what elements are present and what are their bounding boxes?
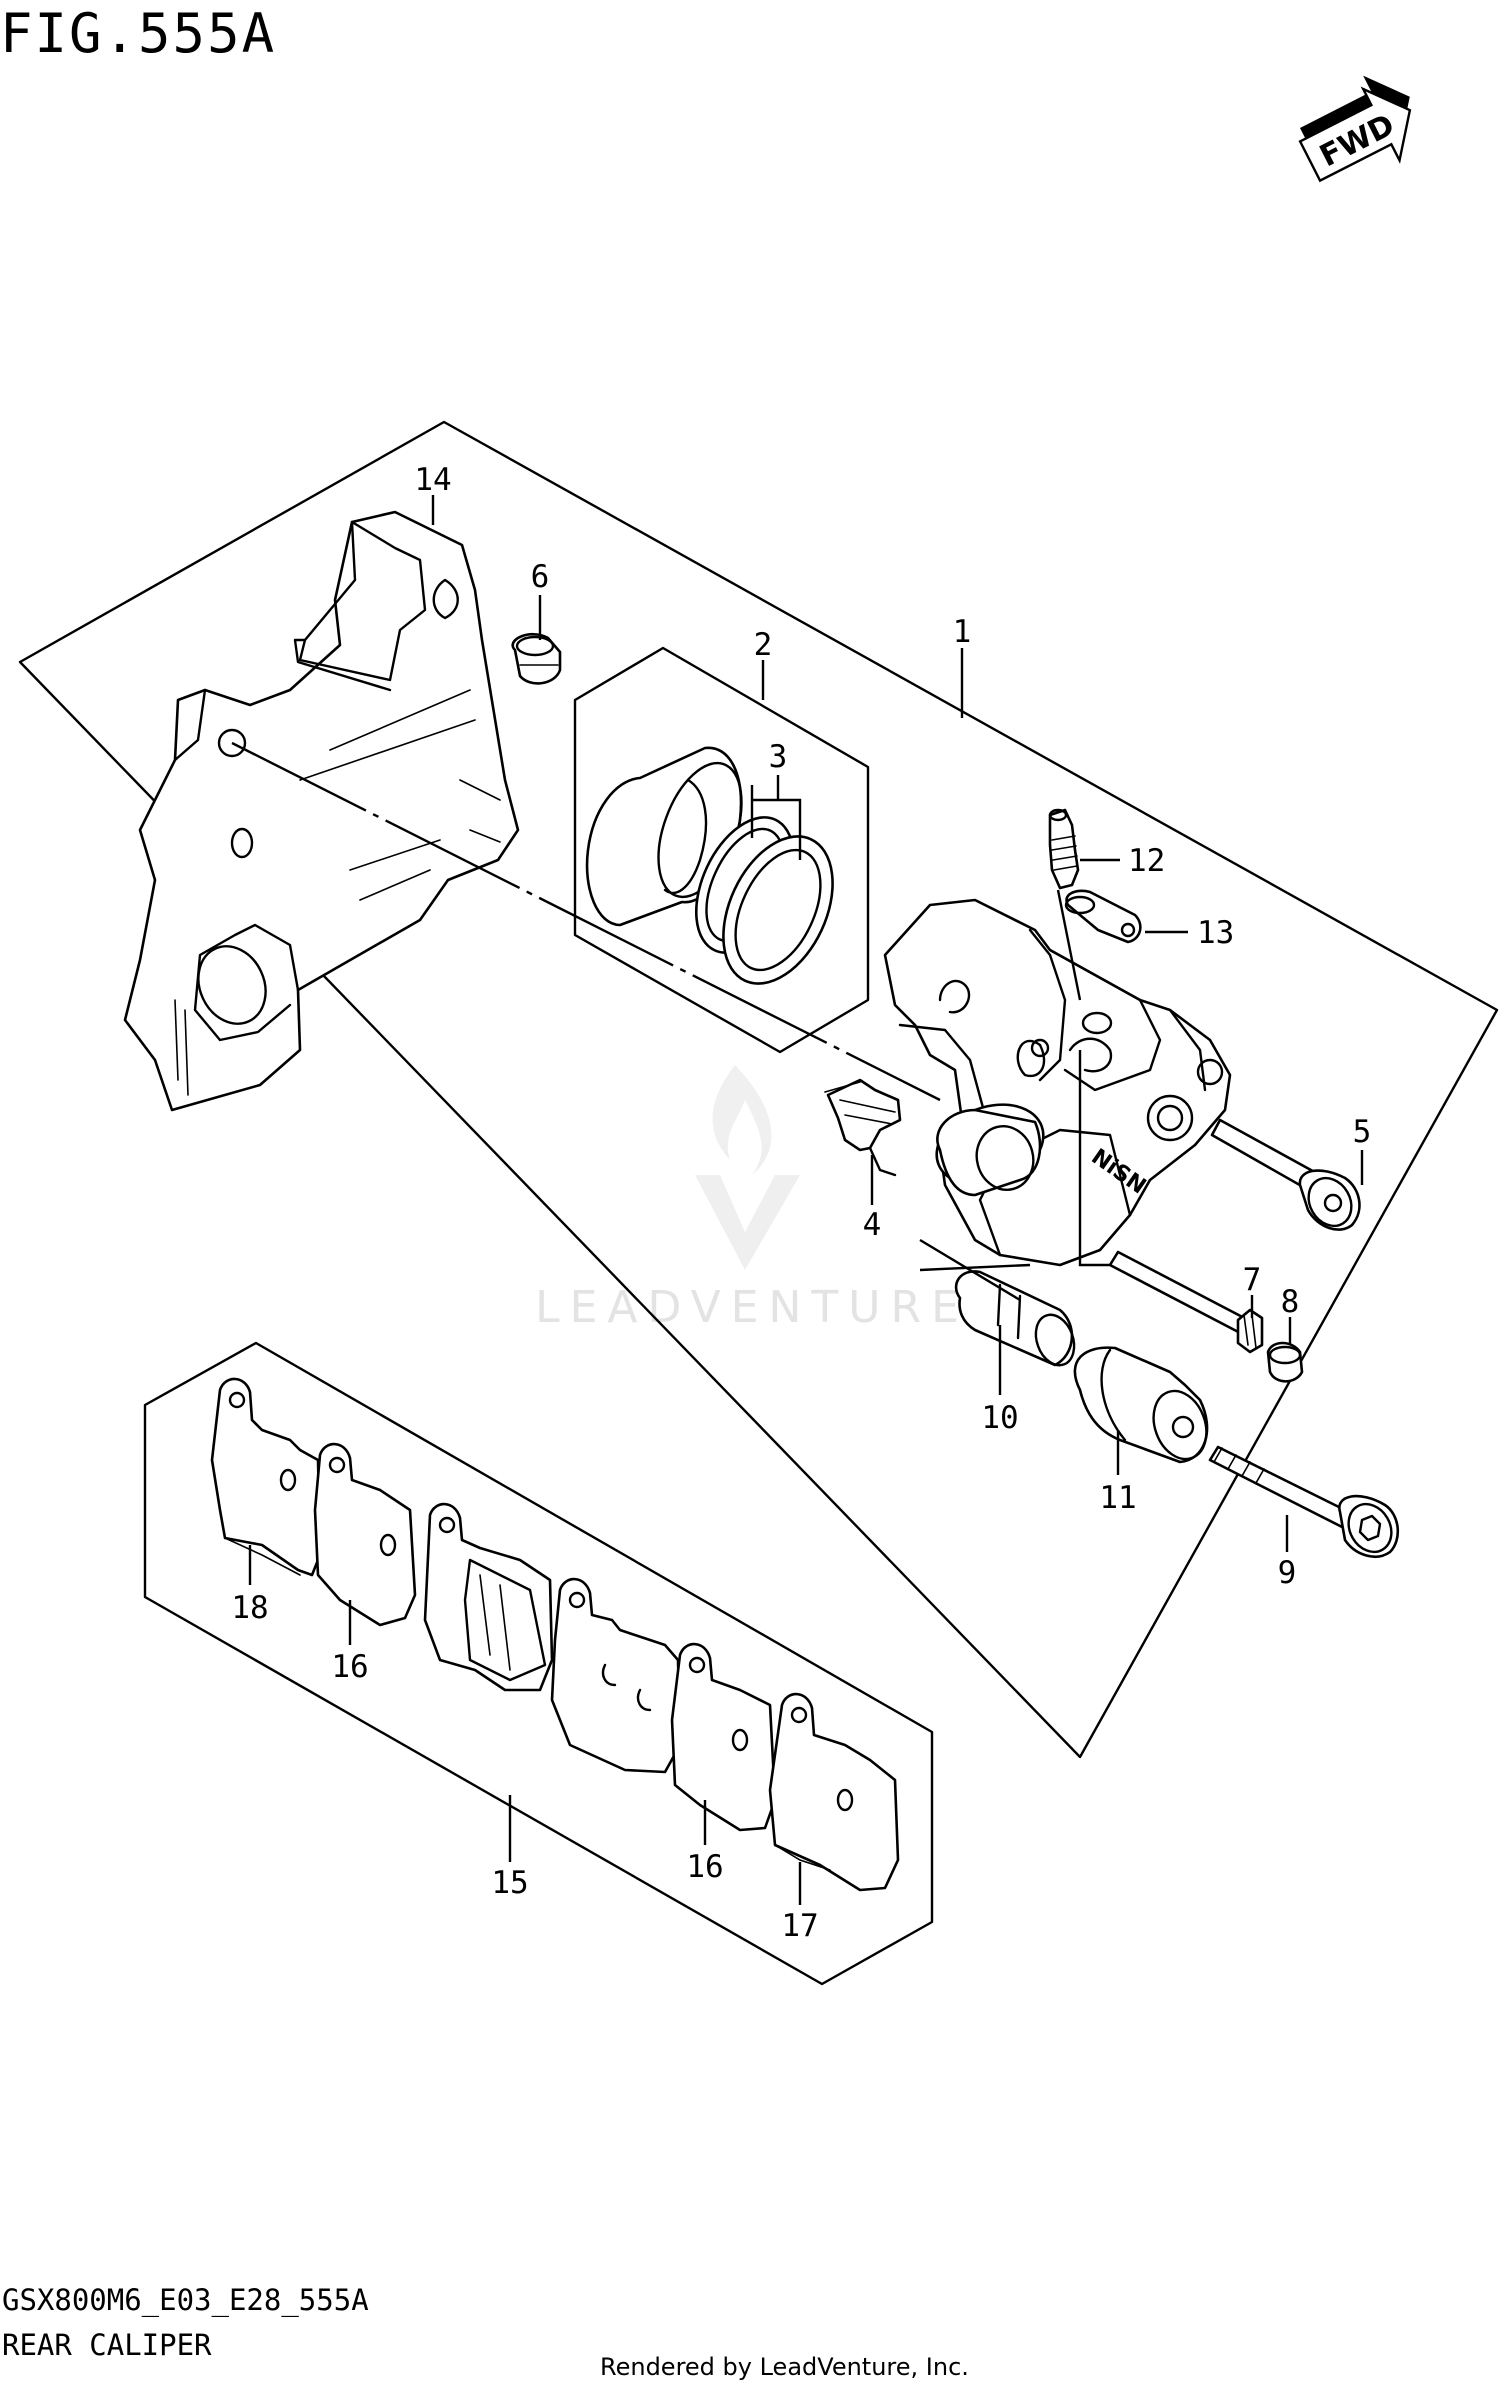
callout-15: 15	[491, 1865, 528, 1901]
pad-insulator-16-left	[313, 1442, 417, 1627]
callout-14: 14	[414, 462, 451, 498]
slide-sleeve	[954, 1270, 1076, 1367]
dust-seal	[722, 835, 834, 985]
brake-pad-right	[550, 1577, 682, 1774]
bleeder-cap	[1064, 889, 1142, 944]
pin-boot	[511, 632, 562, 685]
callout-2: 2	[754, 627, 773, 663]
brake-pad-left	[423, 1502, 554, 1692]
piston-seal-boundary	[573, 646, 870, 1054]
assembly-line-sleeve	[919, 1238, 1021, 1302]
callout-4: 4	[863, 1207, 882, 1243]
caliper-bracket	[123, 510, 520, 1112]
assembly-line-bleeder	[1056, 889, 1082, 1001]
caliper-bolt	[1208, 1445, 1399, 1558]
assembly-line-sleeve-b	[919, 1263, 1031, 1272]
leader-3	[750, 775, 802, 860]
pad-spring	[824, 1078, 902, 1177]
callout-12: 12	[1128, 843, 1165, 879]
pad-pin	[1108, 1250, 1264, 1354]
model-code: GSX800M6_E03_E28_555A	[2, 2283, 369, 2318]
bleeder-valve	[1048, 808, 1080, 890]
pad-set-boundary	[143, 1341, 934, 1986]
fwd-arrow-icon: FWD	[1298, 75, 1412, 183]
callout-16-left: 16	[331, 1649, 368, 1685]
callout-13: 13	[1197, 915, 1234, 951]
callout-3: 3	[769, 739, 788, 775]
pad-shim-18	[210, 1377, 322, 1577]
assembly-line-main	[231, 741, 941, 1102]
assembly-line-padpin	[1078, 1050, 1110, 1267]
caliper-body: NiSN	[883, 898, 1232, 1267]
callout-11: 11	[1099, 1480, 1136, 1516]
sleeve-boot	[1073, 1346, 1209, 1464]
figure-title: FIG.555A	[0, 2, 276, 65]
callout-8: 8	[1281, 1284, 1300, 1320]
slide-pin-upper	[1210, 1118, 1361, 1231]
pad-shim-17	[768, 1692, 900, 1892]
pad-insulator-16-right	[670, 1642, 777, 1832]
render-credit: Rendered by LeadVenture, Inc.	[600, 2353, 969, 2381]
section-name: REAR CALIPER	[2, 2328, 212, 2362]
callout-5: 5	[1353, 1114, 1372, 1150]
callout-1: 1	[953, 614, 972, 650]
callout-7: 7	[1243, 1262, 1262, 1298]
callout-6: 6	[531, 559, 550, 595]
watermark-text: LEADVENTURE	[535, 1282, 969, 1333]
callout-18: 18	[231, 1590, 268, 1626]
callout-9: 9	[1278, 1555, 1297, 1591]
callout-17: 17	[781, 1908, 818, 1944]
callout-10: 10	[981, 1400, 1018, 1436]
callout-16-right: 16	[686, 1849, 723, 1885]
caliper-assembly-boundary	[18, 420, 1499, 1759]
pad-pin-plug	[1266, 1341, 1304, 1383]
leadventure-logo-icon	[695, 1065, 800, 1270]
